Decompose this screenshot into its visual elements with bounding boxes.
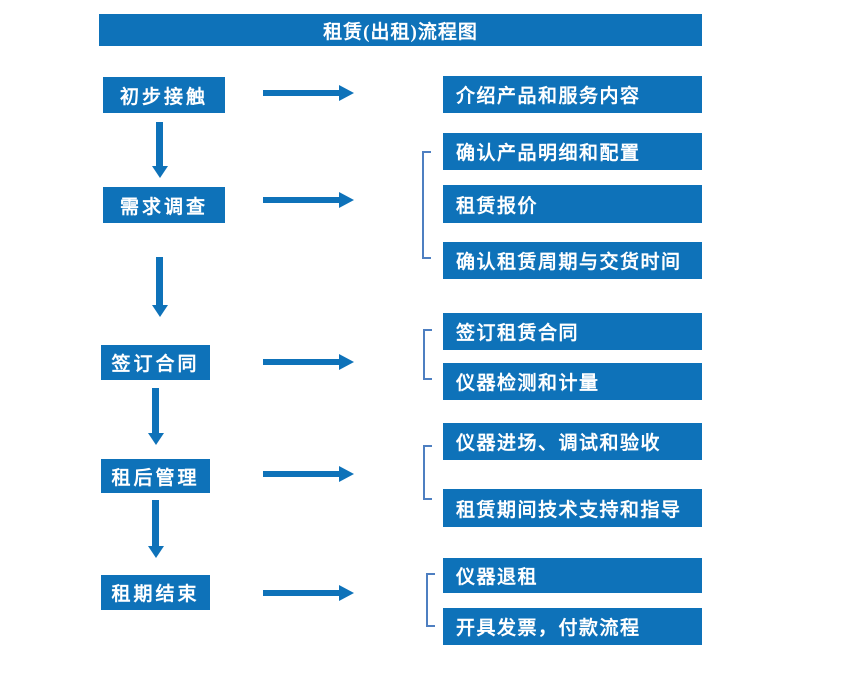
right-arrow bbox=[263, 585, 354, 601]
step-box-initial-contact: 初步接触 bbox=[103, 77, 225, 113]
right-arrow-head bbox=[339, 192, 354, 208]
down-arrow-shaft bbox=[156, 257, 163, 307]
right-arrow bbox=[263, 354, 354, 370]
right-arrow-head bbox=[339, 585, 354, 601]
right-arrow-head bbox=[339, 466, 354, 482]
detail-box: 开具发票，付款流程 bbox=[443, 608, 702, 645]
right-arrow-shaft bbox=[263, 90, 339, 96]
detail-box: 仪器检测和计量 bbox=[443, 363, 702, 400]
down-arrow-shaft bbox=[152, 388, 159, 435]
down-arrow bbox=[152, 257, 168, 317]
detail-box: 租赁期间技术支持和指导 bbox=[443, 489, 702, 527]
detail-box: 租赁报价 bbox=[443, 185, 702, 223]
right-arrow-shaft bbox=[263, 471, 339, 477]
detail-box: 确认租赁周期与交货时间 bbox=[443, 242, 702, 279]
down-arrow-shaft bbox=[156, 122, 163, 168]
right-arrow-head bbox=[339, 354, 354, 370]
detail-box: 仪器进场、调试和验收 bbox=[443, 423, 702, 460]
detail-box: 确认产品明细和配置 bbox=[443, 133, 702, 170]
down-arrow-shaft bbox=[152, 500, 159, 548]
down-arrow-head bbox=[148, 433, 164, 445]
group-bracket bbox=[426, 573, 435, 627]
step-box-post-rental-management: 租后管理 bbox=[101, 459, 210, 493]
right-arrow-shaft bbox=[263, 590, 339, 596]
down-arrow bbox=[152, 122, 168, 178]
down-arrow bbox=[148, 388, 164, 445]
detail-box: 仪器退租 bbox=[443, 558, 702, 593]
group-bracket bbox=[423, 329, 432, 380]
detail-box: 签订租赁合同 bbox=[443, 313, 702, 350]
down-arrow-head bbox=[148, 546, 164, 558]
group-bracket bbox=[422, 151, 431, 259]
step-box-rental-end: 租期结束 bbox=[101, 575, 210, 610]
right-arrow bbox=[263, 192, 354, 208]
flowchart-title: 租赁(出租)流程图 bbox=[99, 14, 702, 46]
step-box-demand-survey: 需求调查 bbox=[103, 187, 225, 223]
down-arrow-head bbox=[152, 166, 168, 178]
down-arrow bbox=[148, 500, 164, 558]
down-arrow-head bbox=[152, 305, 168, 317]
right-arrow bbox=[263, 85, 354, 101]
right-arrow-shaft bbox=[263, 197, 339, 203]
right-arrow-shaft bbox=[263, 359, 339, 365]
group-bracket bbox=[423, 445, 432, 500]
detail-box: 介绍产品和服务内容 bbox=[443, 76, 702, 113]
right-arrow bbox=[263, 466, 354, 482]
step-box-contract-signing: 签订合同 bbox=[101, 345, 210, 380]
right-arrow-head bbox=[339, 85, 354, 101]
